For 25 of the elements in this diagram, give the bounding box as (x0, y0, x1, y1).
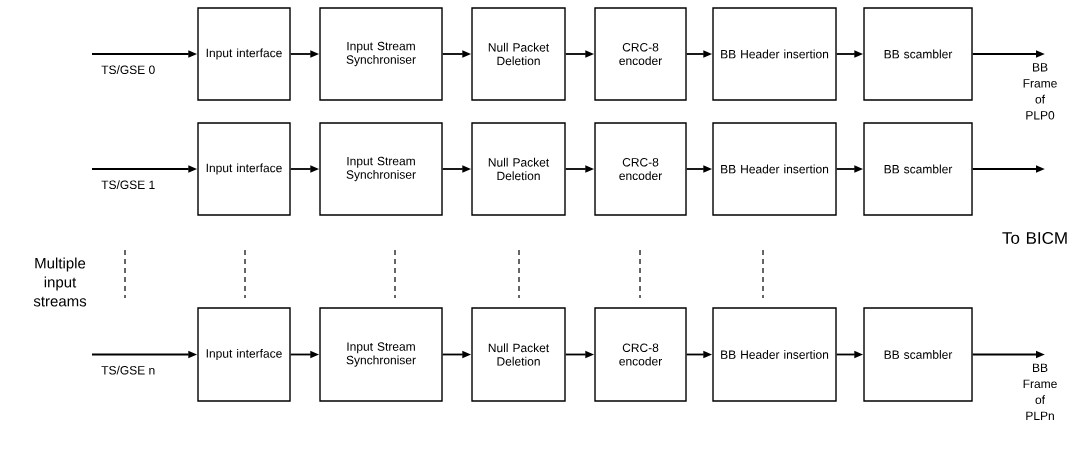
edge-label: BB Frame of PLP0 (1023, 63, 1057, 120)
process-box: BB scambler (863, 122, 973, 216)
process-box: BB Header insertion (712, 122, 837, 216)
process-box: Input interface (197, 122, 291, 216)
process-box: Null Packet Deletion (471, 307, 566, 402)
process-box: BB scambler (863, 7, 973, 101)
process-box: Input interface (197, 307, 291, 402)
process-box: Input interface (197, 7, 291, 101)
process-box: CRC-8 encoder (594, 307, 687, 402)
process-box: BB Header insertion (712, 7, 837, 101)
note-label: Multiple input streams (33, 257, 87, 307)
process-box: Input Stream Synchroniser (319, 307, 443, 402)
process-box: Input Stream Synchroniser (319, 122, 443, 216)
process-box: BB scambler (863, 307, 973, 402)
edge-label: TS/GSE 1 (101, 180, 155, 189)
process-box: Null Packet Deletion (471, 122, 566, 216)
process-box: CRC-8 encoder (594, 7, 687, 101)
process-box: CRC-8 encoder (594, 122, 687, 216)
edge-label: TS/GSE 0 (101, 65, 155, 74)
process-box: Null Packet Deletion (471, 7, 566, 101)
edge-label: BB Frame of PLPn (1023, 363, 1057, 420)
process-box: Input Stream Synchroniser (319, 7, 443, 101)
process-box: BB Header insertion (712, 307, 837, 402)
edge-label: TS/GSE n (101, 365, 155, 375)
note-label: To BICM (1002, 232, 1067, 244)
